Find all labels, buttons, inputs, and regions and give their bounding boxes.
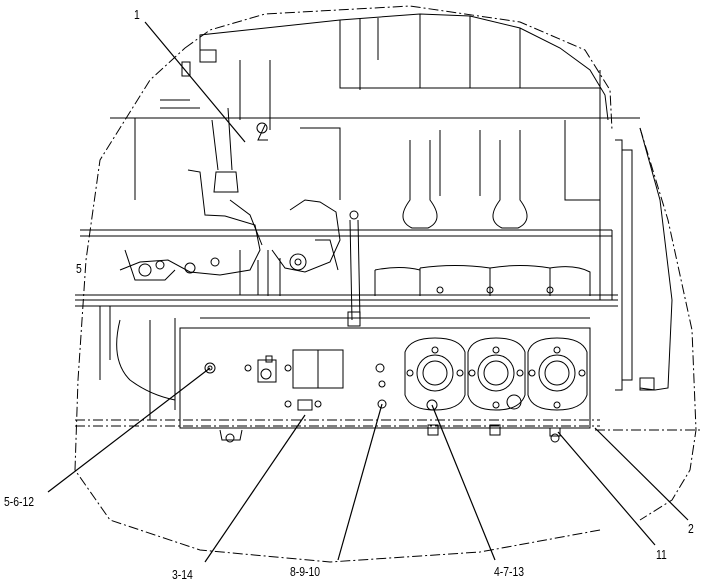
callout-5: 5 <box>76 261 82 276</box>
callout-1: 1 <box>134 7 140 22</box>
leader-lines <box>47 21 689 563</box>
centre-lift-assembly <box>267 199 361 327</box>
leader-1 <box>144 21 246 143</box>
flywheel-housing <box>615 127 673 391</box>
leader-4-7-13 <box>431 404 496 561</box>
valve-body-c <box>527 337 588 443</box>
leader-8-9-10 <box>337 403 383 561</box>
valve-panel <box>179 317 591 429</box>
valve-body-b <box>467 337 526 436</box>
valve-body-a <box>404 337 466 436</box>
oil-pan <box>374 265 591 296</box>
left-bracket-assembly <box>119 99 268 295</box>
leader-3-14 <box>204 414 306 563</box>
frame-rails <box>75 229 618 307</box>
callout-5-6-12: 5-6-12 <box>4 494 35 509</box>
leader-5-6-12 <box>47 367 211 493</box>
callout-11: 11 <box>656 547 667 562</box>
engine-block <box>110 13 640 230</box>
lower-structure <box>75 306 700 443</box>
callout-2: 2 <box>688 521 694 536</box>
callout-8-9-10: 8-9-10 <box>290 564 321 579</box>
leader-11 <box>557 431 656 546</box>
callout-4-7-13: 4-7-13 <box>494 564 525 579</box>
callout-3-14: 3-14 <box>172 567 193 582</box>
leader-2 <box>594 427 689 521</box>
boundary-outline <box>74 5 697 563</box>
injector-lobes <box>402 140 528 229</box>
